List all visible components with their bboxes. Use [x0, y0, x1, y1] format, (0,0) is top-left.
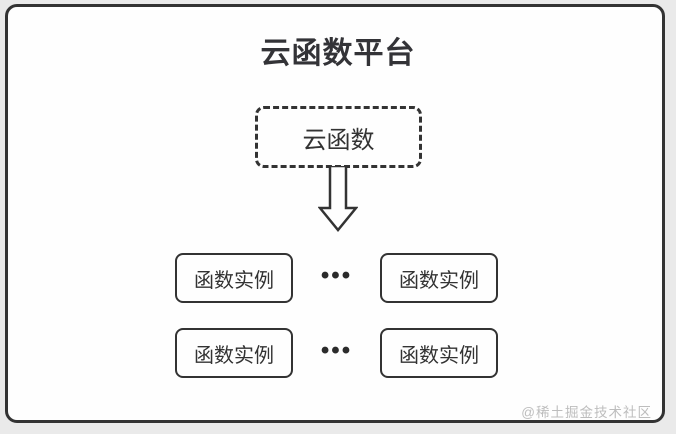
- diagram-title: 云函数平台: [260, 37, 416, 70]
- function-instance-label: 函数实例: [399, 269, 479, 292]
- function-instance-node: 函数实例: [380, 328, 498, 378]
- function-instance-node: 函数实例: [175, 253, 293, 303]
- ellipsis-dots: •••: [320, 337, 353, 364]
- watermark: @稀土掘金技术社区: [521, 405, 652, 420]
- cloud-function-label: 云函数: [302, 126, 375, 154]
- ellipsis-dots: •••: [320, 262, 353, 289]
- function-instance-node: 函数实例: [175, 328, 293, 378]
- cloud-function-node: 云函数: [255, 106, 422, 168]
- function-instance-label: 函数实例: [399, 344, 479, 367]
- function-instance-label: 函数实例: [194, 344, 274, 367]
- function-instance-label: 函数实例: [194, 269, 274, 292]
- down-arrow-icon: [318, 166, 358, 232]
- function-instance-node: 函数实例: [380, 253, 498, 303]
